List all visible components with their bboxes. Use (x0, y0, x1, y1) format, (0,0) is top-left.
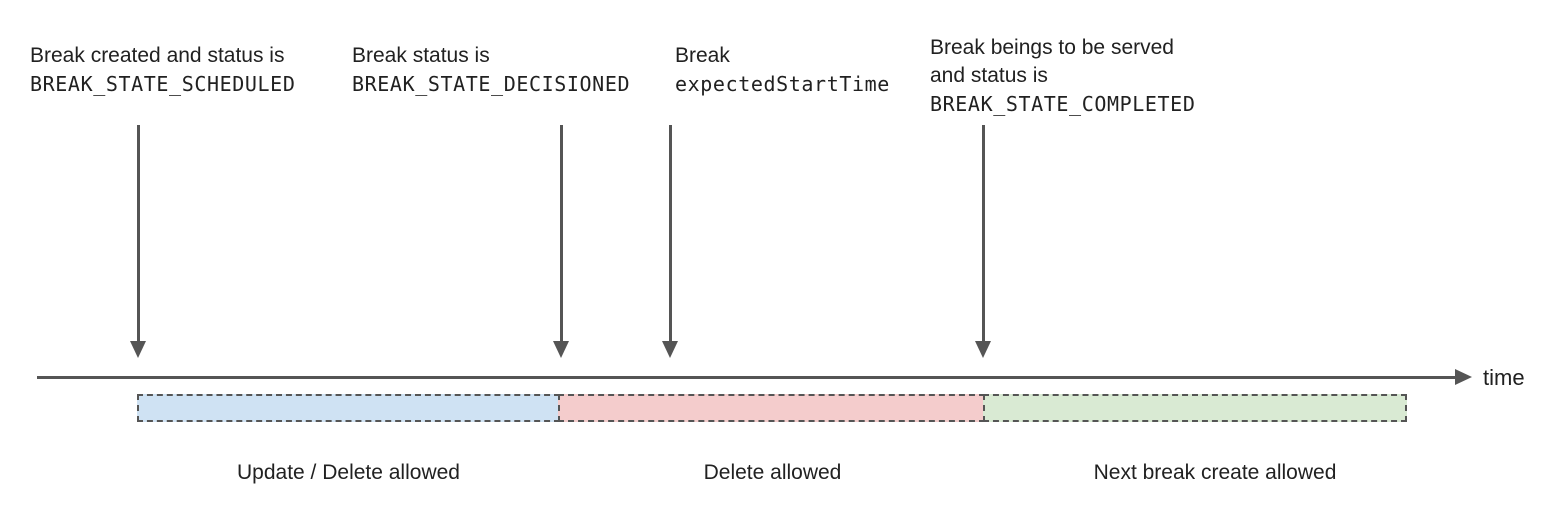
annotation-text: Break status is (352, 44, 490, 67)
annotation-code: BREAK_STATE_DECISIONED (352, 72, 631, 96)
annotation-text: Break created and status is (30, 44, 285, 67)
annotation-text: and status is (930, 64, 1048, 87)
arrow-shaft (559, 125, 563, 343)
segment-label-delete: Delete allowed (703, 461, 842, 484)
time-axis-label: time (1483, 365, 1525, 390)
arrow-down-icon (553, 125, 569, 358)
arrow-head (975, 341, 991, 358)
annotation-text: Break (675, 44, 730, 67)
arrow-shaft (981, 125, 985, 343)
annotation-code: expectedStartTime (675, 72, 890, 96)
segment-update-delete-allowed (137, 394, 560, 422)
annotation-break-completed: Break beings to be served and status is … (930, 34, 1195, 118)
arrow-down-icon (130, 125, 146, 358)
time-axis (37, 369, 1472, 385)
annotation-code: BREAK_STATE_COMPLETED (930, 92, 1196, 116)
time-axis-line (37, 375, 1458, 379)
arrow-down-icon (975, 125, 991, 358)
annotation-code: BREAK_STATE_SCHEDULED (30, 72, 296, 96)
segment-label-next-break: Next break create allowed (1093, 461, 1337, 484)
arrow-head (553, 341, 569, 358)
period-segments-bar (137, 394, 1407, 422)
annotation-break-created: Break created and status is BREAK_STATE_… (30, 42, 295, 98)
arrow-head (662, 341, 678, 358)
annotation-break-decisioned: Break status is BREAK_STATE_DECISIONED (352, 42, 630, 98)
annotation-text: Break beings to be served (930, 36, 1174, 59)
segment-next-break-create (983, 394, 1407, 422)
arrow-shaft (136, 125, 140, 343)
time-axis-arrow-head-icon (1455, 369, 1472, 385)
segment-delete-allowed (558, 394, 985, 422)
annotation-expected-start-time: Break expectedStartTime (675, 42, 890, 98)
arrow-shaft (668, 125, 672, 343)
arrow-down-icon (662, 125, 678, 358)
arrow-head (130, 341, 146, 358)
segment-label-update-delete: Update / Delete allowed (237, 461, 460, 484)
